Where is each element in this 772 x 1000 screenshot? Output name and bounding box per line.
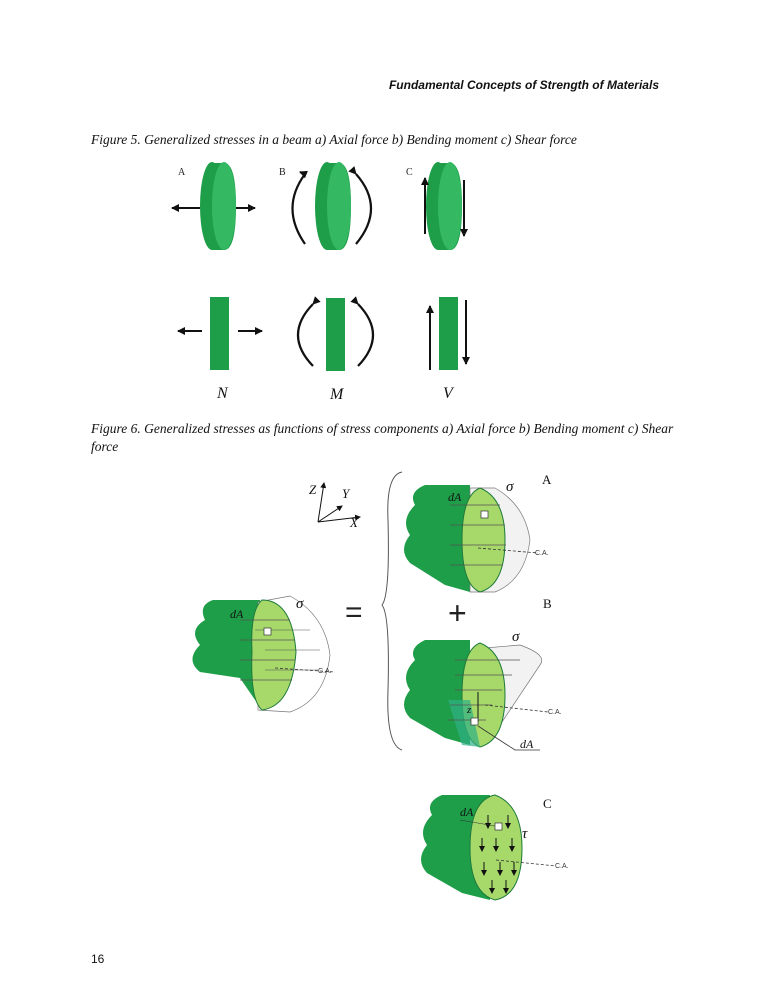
plus-sign: + <box>448 595 467 631</box>
b-da-label: dA <box>520 737 534 751</box>
rect-m <box>297 296 374 371</box>
symbol-n: N <box>216 385 229 402</box>
left-da-label: dA <box>230 607 244 621</box>
disk-a-axial <box>171 162 256 250</box>
running-header: Fundamental Concepts of Strength of Mate… <box>388 78 659 92</box>
b-sigma-label: σ <box>512 629 520 645</box>
disk-c-shear <box>421 162 468 250</box>
fig6-label-a: A <box>542 472 552 487</box>
axis-z-label: Z <box>309 482 317 497</box>
fig5-label-b: B <box>279 167 286 178</box>
rect-v <box>426 297 470 370</box>
panel-b-bending: σ z dA C.A. B <box>404 596 562 751</box>
a-sigma-label: σ <box>506 479 514 495</box>
c-da-label: dA <box>460 805 474 819</box>
fig6-label-c: C <box>543 796 552 811</box>
b-z-label: z <box>466 704 472 716</box>
axis-x-label: X <box>349 515 359 530</box>
page-number: 16 <box>91 952 105 966</box>
fig5-label-c: C <box>406 167 413 178</box>
fig6-label-b: B <box>543 596 552 611</box>
equals-sign: = <box>345 596 363 629</box>
figure-5-caption: Figure 5. Generalized stresses in a beam… <box>91 132 577 147</box>
figure-6-caption: Figure 6. Generalized stresses as functi… <box>91 421 674 454</box>
panel-a-axial: dA σ C.A. A <box>404 472 552 593</box>
coordinate-axes: Z Y X <box>309 482 361 530</box>
c-tau-label: τ <box>522 826 528 842</box>
c-ca-label: C.A. <box>555 863 569 870</box>
rect-n <box>177 297 263 370</box>
left-sigma-label: σ <box>296 596 304 612</box>
symbol-m: M <box>329 386 345 403</box>
axis-y-label: Y <box>342 486 351 501</box>
panel-c-shear: dA τ C.A. C <box>421 794 569 901</box>
left-body-axial-stress: dA σ C.A. <box>192 595 336 713</box>
symbol-v: V <box>443 385 455 402</box>
a-ca-label: C.A. <box>535 550 549 557</box>
b-ca-label: C.A. <box>548 709 562 716</box>
figure-6: Z Y X dA σ C.A. = + <box>192 471 569 901</box>
right-brace <box>381 471 403 751</box>
disk-b-bending <box>291 162 373 250</box>
figure-5: A B C <box>171 162 470 403</box>
a-da-label: dA <box>448 490 462 504</box>
left-ca-label: C.A. <box>318 668 332 675</box>
fig5-label-a: A <box>178 167 186 178</box>
